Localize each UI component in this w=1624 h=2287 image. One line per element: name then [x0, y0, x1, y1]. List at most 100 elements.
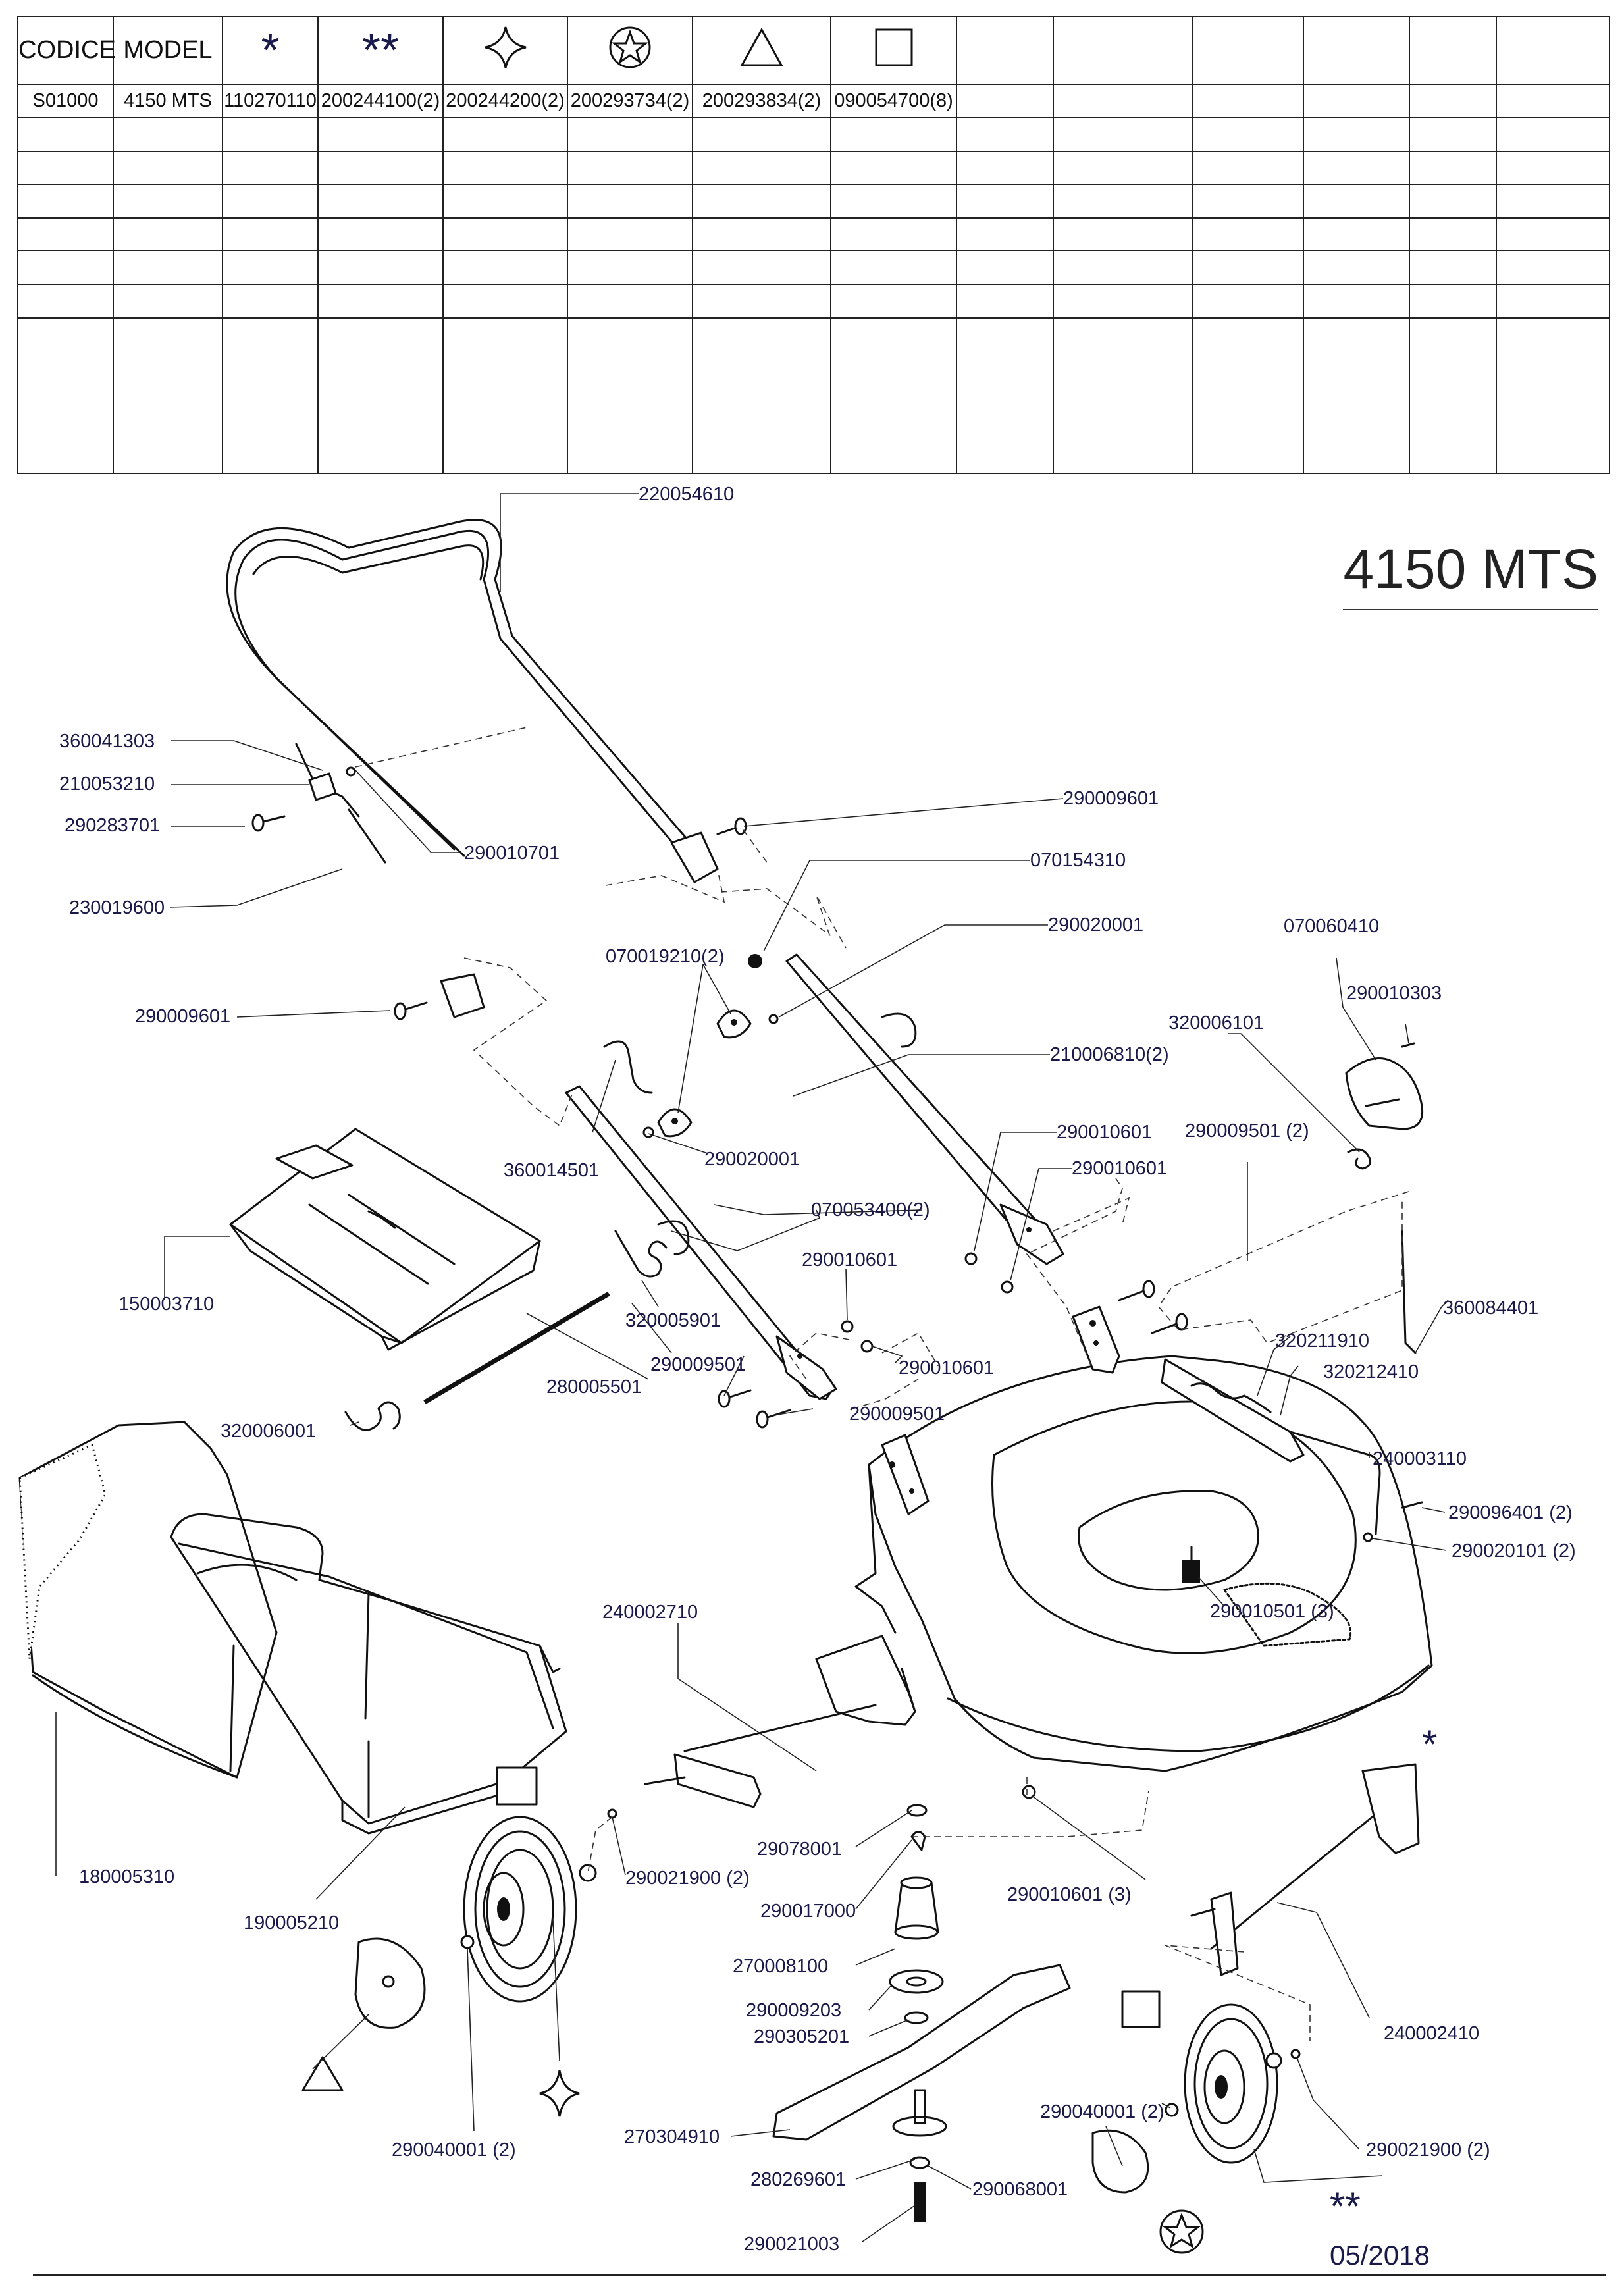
- grass-catcher-bag: [18, 1421, 370, 1779]
- label-290010601-c: 290010601: [802, 1249, 897, 1271]
- rear-flap: [229, 1128, 541, 1351]
- cell-square-part: 090054700(8): [830, 84, 957, 118]
- label-230019600: 230019600: [69, 897, 165, 918]
- rear-axle: [1190, 1763, 1420, 1976]
- table-row-empty: [17, 284, 1610, 319]
- knob-070019210-a: [716, 1009, 752, 1039]
- rod-280005501: [423, 1291, 610, 1405]
- label-070154310: 070154310: [1030, 850, 1126, 871]
- label-290010601-e: 290010601 (3): [1007, 1884, 1132, 1905]
- rod-360084401: [1401, 1230, 1417, 1354]
- part-labels: 220054610 360041303 210053210 290283701 …: [59, 484, 1576, 2255]
- rear-wheel-square-tag: [1121, 1990, 1161, 2028]
- cell-circled-star-part: 200293734(2): [567, 84, 693, 118]
- rear-wheel-cap: [1091, 2129, 1149, 2194]
- front-wheel-star-tag: [539, 2070, 580, 2117]
- label-290020001-lower: 290020001: [704, 1149, 800, 1170]
- label-290021900-front: 290021900 (2): [625, 1868, 750, 1889]
- blade-adapter-270008100: [894, 1876, 939, 1940]
- revision-date: 05/2018: [1330, 2240, 1430, 2271]
- washer-290020001: [768, 1014, 779, 1024]
- label-290010501: 290010501 (3): [1210, 1601, 1334, 1622]
- cable-clip: [295, 743, 386, 864]
- deck-bracket-front: [881, 1434, 930, 1515]
- cell-double-star-part: 200244100(2): [317, 84, 444, 118]
- cell-triangle-part: 200293834(2): [692, 84, 831, 118]
- rear-wheel: [1184, 2003, 1278, 2164]
- label-190005210: 190005210: [244, 1912, 339, 1933]
- washer-290021900-rear: [1265, 2049, 1301, 2069]
- label-070060410: 070060410: [1284, 916, 1379, 937]
- label-070019210: 070019210(2): [606, 946, 725, 967]
- front-wheel-square-tag: [496, 1766, 538, 1806]
- label-290010601-a: 290010601: [1057, 1122, 1152, 1143]
- bolt-290021003: [914, 2182, 926, 2222]
- label-290010601-b: 290010601: [1072, 1158, 1167, 1179]
- label-290009203: 290009203: [746, 2000, 841, 2021]
- header-single-star: *: [222, 15, 319, 86]
- header-model: MODEL: [113, 15, 223, 86]
- label-290068001: 290068001: [972, 2179, 1068, 2200]
- label-240003110: 240003110: [1373, 1448, 1467, 1469]
- label-360041303: 360041303: [59, 731, 155, 752]
- label-180005310: 180005310: [79, 1866, 174, 1887]
- upper-handle: [226, 519, 693, 857]
- front-wheel: [463, 1816, 577, 2003]
- cell-model: 4150 MTS: [113, 84, 223, 118]
- label-280269601: 280269601: [750, 2169, 846, 2190]
- header-square: [830, 15, 957, 86]
- label-290040001-rear: 290040001 (2): [1040, 2101, 1165, 2122]
- label-150003710: 150003710: [118, 1294, 214, 1315]
- label-290017000: 290017000: [760, 1901, 856, 1922]
- single-star-marker: *: [1422, 1722, 1437, 1766]
- leader-lines: [55, 493, 1449, 2242]
- table-row-empty: [17, 217, 1610, 252]
- mulch-plug-070060410: [1345, 1057, 1424, 1130]
- label-320005901: 320005901: [625, 1310, 721, 1331]
- grass-bag-frame: [170, 1513, 567, 1835]
- washer-290020101: [1363, 1532, 1373, 1542]
- label-280005501: 280005501: [546, 1377, 642, 1398]
- label-290305201: 290305201: [754, 2026, 849, 2047]
- table-row-empty: [17, 250, 1610, 286]
- knob-070154310: [748, 954, 762, 968]
- front-wheel-triangle-tag: [301, 2056, 344, 2091]
- assembly-guide-lines: [355, 727, 1409, 2041]
- label-290009501-b: 290009501: [650, 1354, 746, 1375]
- nut-290040001-front: [460, 1935, 475, 1949]
- label-320211910: 320211910: [1275, 1330, 1369, 1352]
- label-210053210: 210053210: [59, 774, 155, 795]
- label-290009501-pair: 290009501 (2): [1185, 1120, 1309, 1142]
- label-290021900-rear: 290021900 (2): [1366, 2140, 1490, 2161]
- label-290010601-d: 290010601: [899, 1357, 994, 1379]
- spring-320005901: [614, 1230, 668, 1278]
- cable-guide-070053400-a: [881, 1012, 917, 1048]
- label-290096401: 290096401 (2): [1448, 1502, 1573, 1523]
- nuts-290010601: [841, 1252, 1036, 1799]
- table-row-empty: [17, 117, 1610, 152]
- height-adjuster-plate: [815, 1635, 916, 1726]
- circled-star-icon: [609, 26, 651, 68]
- label-320212410: 320212410: [1323, 1361, 1419, 1382]
- table-row-empty: [17, 150, 1610, 186]
- screw-290010303: [1401, 1042, 1415, 1048]
- label-320006101: 320006101: [1168, 1012, 1264, 1034]
- label-210006810: 210006810(2): [1050, 1044, 1169, 1065]
- label-290009501-c: 290009501: [849, 1404, 945, 1425]
- washer-290009203: [889, 1969, 944, 1994]
- label-240002410: 240002410: [1384, 2023, 1479, 2044]
- table-row-empty: [17, 317, 1610, 475]
- header-double-star: **: [317, 15, 444, 86]
- label-290010701: 290010701: [464, 843, 560, 864]
- knob-070019210-b: [657, 1108, 693, 1138]
- rear-wheel-star-tag: [1159, 2209, 1204, 2254]
- label-29078001: 29078001: [757, 1839, 842, 1860]
- label-290009601-left: 290009601: [135, 1006, 230, 1027]
- washer-290305201: [904, 2011, 929, 2024]
- label-070053400: 070053400(2): [811, 1199, 930, 1221]
- label-290009601-right: 290009601: [1063, 788, 1159, 809]
- header-circled-star: [567, 15, 693, 86]
- handle-clips: [440, 831, 719, 1018]
- header-triangle: [692, 15, 831, 86]
